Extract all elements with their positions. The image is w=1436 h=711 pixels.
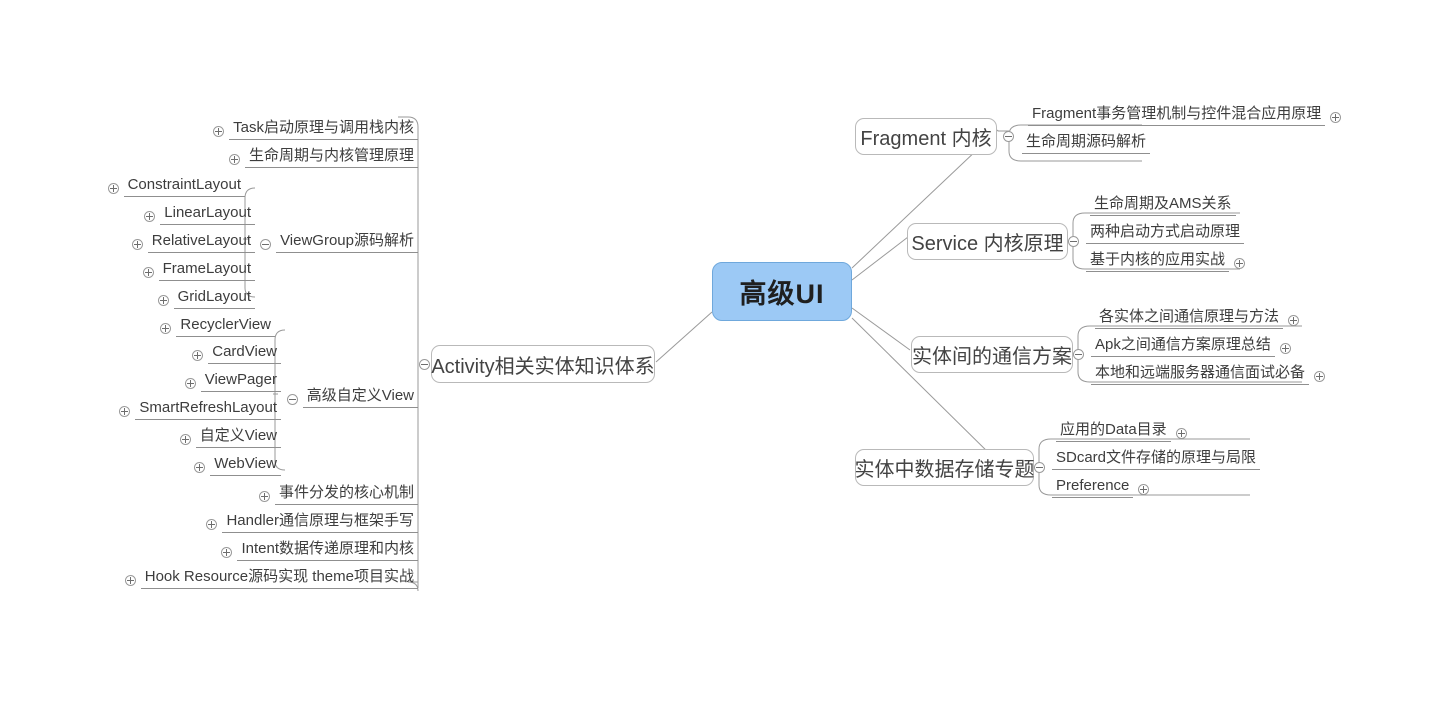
leaf-local-remote-server-comm[interactable]: 本地和远端服务器通信面试必备 [1091, 359, 1330, 385]
leaf-label: Handler通信原理与框架手写 [222, 511, 418, 533]
toggle-fragment-kernel[interactable] [1003, 131, 1014, 142]
leaf-label: RelativeLayout [147, 231, 255, 253]
node-fragment-kernel[interactable]: Fragment 内核 [855, 118, 997, 155]
toggle-minus-icon[interactable] [286, 394, 298, 405]
toggle-plus-icon[interactable] [1234, 258, 1246, 269]
leaf-label: Fragment事务管理机制与控件混合应用原理 [1028, 104, 1326, 126]
leaf-framelayout[interactable]: FrameLayout [138, 255, 255, 281]
leaf-label: 各实体之间通信原理与方法 [1095, 307, 1284, 329]
leaf-custom-view[interactable]: 自定义View [175, 422, 281, 448]
leaf-smartrefreshlayout[interactable]: SmartRefreshLayout [114, 394, 281, 420]
leaf-relativelayout[interactable]: RelativeLayout [127, 227, 255, 253]
toggle-plus-icon[interactable] [144, 211, 156, 222]
toggle-data-storage[interactable] [1034, 462, 1045, 473]
leaf-label: 两种启动方式启动原理 [1086, 222, 1245, 244]
leaf-label: ViewGroup源码解析 [276, 231, 418, 253]
toggle-plus-icon[interactable] [192, 350, 204, 361]
leaf-label: LinearLayout [160, 203, 255, 225]
toggle-plus-icon[interactable] [179, 434, 191, 445]
toggle-plus-icon[interactable] [194, 462, 206, 473]
leaf-label: Task启动原理与调用栈内核 [229, 118, 418, 140]
leaf-label: FrameLayout [158, 259, 255, 281]
leaf-fragment-lifecycle-source[interactable]: 生命周期源码解析 [1022, 128, 1151, 154]
toggle-plus-icon[interactable] [1175, 428, 1187, 439]
leaf-label: WebView [210, 454, 281, 476]
leaf-task-launch-principle[interactable]: Task启动原理与调用栈内核 [208, 114, 418, 140]
leaf-label: ViewPager [200, 370, 281, 392]
toggle-plus-icon[interactable] [1314, 371, 1326, 382]
node-service-kernel[interactable]: Service 内核原理 [907, 223, 1068, 260]
leaf-label: 应用的Data目录 [1056, 420, 1171, 442]
toggle-activity-knowledge-system[interactable] [419, 359, 430, 370]
node-data-storage[interactable]: 实体中数据存储专题 [855, 449, 1035, 486]
leaf-viewpager[interactable]: ViewPager [180, 366, 281, 392]
leaf-label: GridLayout [173, 287, 255, 309]
leaf-label: 高级自定义View [302, 386, 418, 408]
toggle-minus-icon[interactable] [260, 239, 272, 250]
leaf-recyclerview[interactable]: RecyclerView [155, 311, 275, 337]
toggle-plus-icon[interactable] [1330, 112, 1342, 123]
leaf-advanced-custom-view[interactable]: 高级自定义View [282, 382, 418, 408]
leaf-preference[interactable]: Preference [1052, 472, 1154, 498]
leaf-handler-communication[interactable]: Handler通信原理与框架手写 [201, 507, 418, 533]
leaf-label: Preference [1052, 476, 1134, 498]
toggle-plus-icon[interactable] [1288, 315, 1300, 326]
toggle-plus-icon[interactable] [1279, 343, 1291, 354]
toggle-plus-icon[interactable] [1138, 484, 1150, 495]
leaf-label: 自定义View [195, 426, 281, 448]
leaf-service-lifecycle-ams[interactable]: 生命周期及AMS关系 [1090, 190, 1236, 216]
leaf-webview[interactable]: WebView [189, 450, 281, 476]
leaf-label: 本地和远端服务器通信面试必备 [1091, 363, 1310, 385]
toggle-plus-icon[interactable] [228, 154, 240, 165]
leaf-label: CardView [208, 342, 281, 364]
leaf-constraintlayout[interactable]: ConstraintLayout [103, 171, 245, 197]
leaf-label: Apk之间通信方案原理总结 [1091, 335, 1275, 357]
leaf-intent-data-transfer[interactable]: Intent数据传递原理和内核 [216, 535, 418, 561]
toggle-entity-communication[interactable] [1073, 349, 1084, 360]
leaf-label: SDcard文件存储的原理与局限 [1052, 448, 1261, 470]
toggle-plus-icon[interactable] [119, 406, 131, 417]
toggle-plus-icon[interactable] [184, 378, 196, 389]
leaf-cardview[interactable]: CardView [187, 338, 281, 364]
toggle-plus-icon[interactable] [142, 267, 154, 278]
leaf-apk-comm-summary[interactable]: Apk之间通信方案原理总结 [1091, 331, 1296, 357]
toggle-plus-icon[interactable] [124, 575, 136, 586]
toggle-plus-icon[interactable] [206, 519, 218, 530]
leaf-label: SmartRefreshLayout [135, 398, 281, 420]
leaf-gridlayout[interactable]: GridLayout [153, 283, 255, 309]
toggle-plus-icon[interactable] [221, 547, 233, 558]
leaf-label: 基于内核的应用实战 [1086, 250, 1230, 272]
leaf-linearlayout[interactable]: LinearLayout [139, 199, 255, 225]
leaf-lifecycle-kernel-management[interactable]: 生命周期与内核管理原理 [224, 142, 418, 168]
leaf-event-dispatch-core[interactable]: 事件分发的核心机制 [254, 479, 418, 505]
leaf-label: 事件分发的核心机制 [274, 483, 418, 505]
leaf-app-data-dir[interactable]: 应用的Data目录 [1056, 416, 1192, 442]
leaf-fragment-transaction[interactable]: Fragment事务管理机制与控件混合应用原理 [1028, 100, 1346, 126]
leaf-label: RecyclerView [176, 315, 275, 337]
leaf-label: Hook Resource源码实现 theme项目实战 [140, 567, 418, 589]
leaf-label: 生命周期及AMS关系 [1090, 194, 1236, 216]
leaf-hook-resource-theme[interactable]: Hook Resource源码实现 theme项目实战 [120, 563, 418, 589]
toggle-plus-icon[interactable] [157, 295, 169, 306]
leaf-service-two-start-modes[interactable]: 两种启动方式启动原理 [1086, 218, 1245, 244]
leaf-entity-comm-principles[interactable]: 各实体之间通信原理与方法 [1095, 303, 1304, 329]
toggle-plus-icon[interactable] [107, 183, 119, 194]
leaf-sdcard-storage[interactable]: SDcard文件存储的原理与局限 [1052, 444, 1261, 470]
leaf-service-kernel-practice[interactable]: 基于内核的应用实战 [1086, 246, 1250, 272]
leaf-viewgroup-source-analysis[interactable]: ViewGroup源码解析 [255, 227, 418, 253]
toggle-service-kernel[interactable] [1068, 236, 1079, 247]
leaf-label: Intent数据传递原理和内核 [237, 539, 418, 561]
center-node[interactable]: 高级UI [712, 262, 852, 321]
toggle-plus-icon[interactable] [160, 323, 172, 334]
node-activity-knowledge-system[interactable]: Activity相关实体知识体系 [431, 345, 655, 383]
toggle-plus-icon[interactable] [258, 491, 270, 502]
leaf-label: 生命周期与内核管理原理 [244, 146, 418, 168]
toggle-plus-icon[interactable] [131, 239, 143, 250]
leaf-label: 生命周期源码解析 [1022, 132, 1151, 154]
leaf-label: ConstraintLayout [123, 175, 245, 197]
node-entity-communication[interactable]: 实体间的通信方案 [911, 336, 1073, 373]
toggle-plus-icon[interactable] [213, 126, 225, 137]
